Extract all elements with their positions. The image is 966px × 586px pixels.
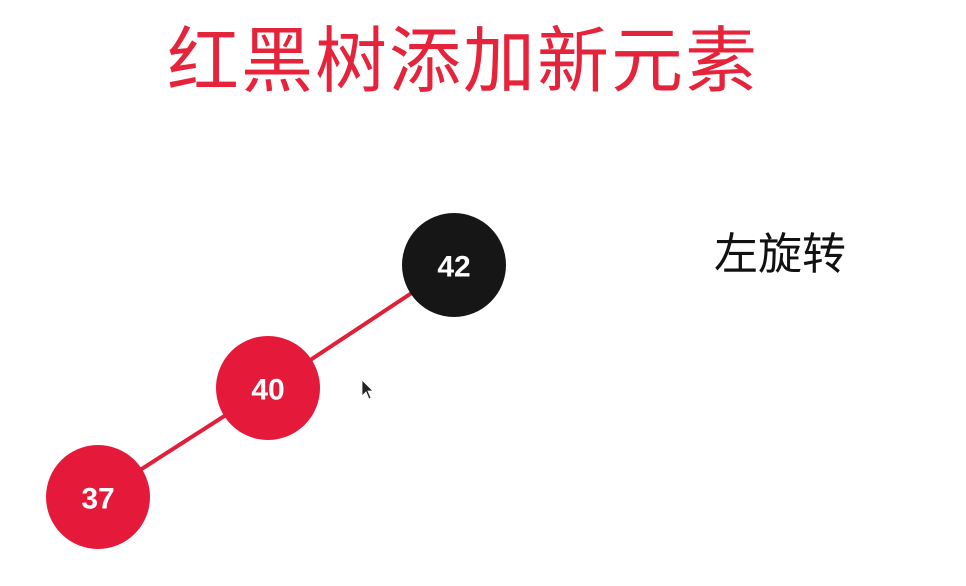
- node-42: 42: [402, 213, 506, 317]
- node-40: 40: [216, 336, 320, 440]
- slide-title: 红黑树添加新元素: [166, 19, 759, 103]
- node-37-value: 37: [81, 483, 114, 516]
- mouse-cursor-icon: [361, 379, 374, 400]
- node-40-value: 40: [251, 374, 284, 407]
- node-37: 37: [46, 445, 150, 549]
- node-42-value: 42: [437, 251, 470, 284]
- rotation-label: 左旋转: [714, 229, 846, 280]
